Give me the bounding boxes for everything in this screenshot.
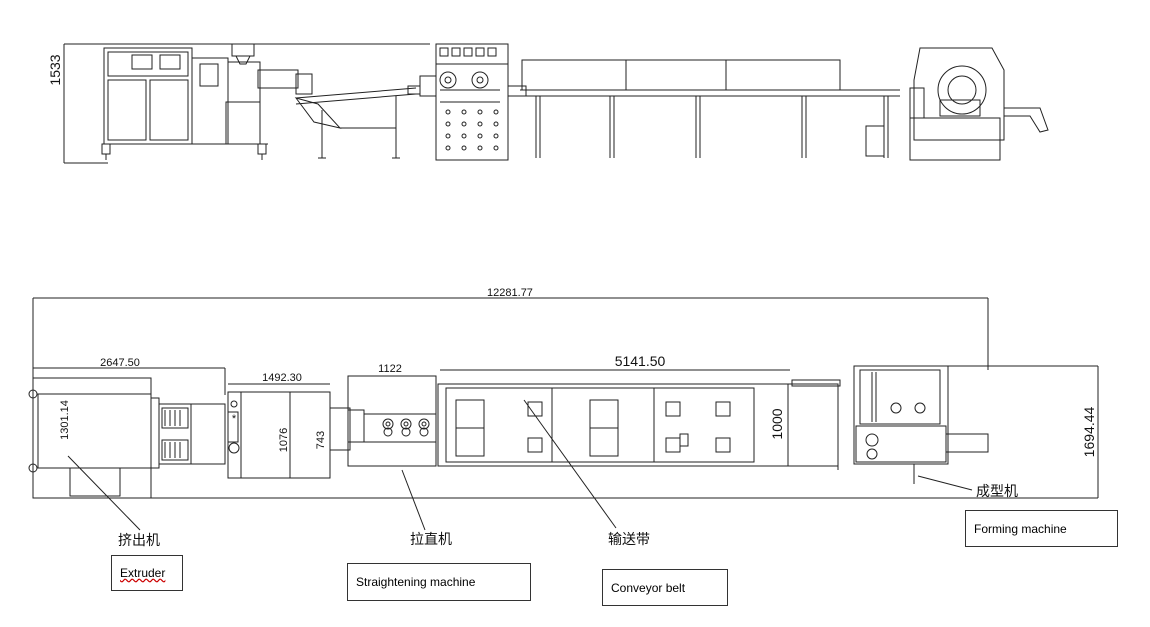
straightener-en-box: Straightening machine [347, 563, 531, 601]
height-dim-label: 1533 [47, 54, 63, 85]
conveyor-width-label: 1000 [769, 408, 785, 439]
puller-length-label: 1122 [378, 363, 402, 375]
conveyor-length-label: 5141.50 [615, 353, 666, 369]
top-view: 12281.77 2647.50 1301.14 1492.30 [28, 287, 1099, 549]
top-conveyor: 5141.50 1000 [437, 353, 841, 470]
extruder-length-label: 2647.50 [100, 357, 140, 369]
side-view: 1533 [47, 43, 1049, 164]
straightener-length-label: 1492.30 [262, 372, 302, 384]
side-forming-machine [909, 47, 1049, 161]
side-puller [419, 43, 527, 161]
conveyor-en-box: Conveyor belt [602, 569, 728, 606]
extruder-width-label: 1301.14 [59, 400, 71, 440]
top-forming-machine: 1694.44 [33, 365, 1099, 499]
overall-width-label: 1694.44 [1081, 406, 1097, 457]
forming-cn-label: 成型机 [976, 484, 1018, 500]
conveyor-en-label: Conveyor belt [611, 580, 686, 595]
top-puller: 1122 [329, 363, 437, 467]
side-conveyor [520, 59, 900, 158]
straightener-leader [401, 469, 426, 531]
side-extruder [101, 43, 313, 160]
straightener-width-a-label: 1076 [278, 428, 290, 452]
straightener-en-label: Straightening machine [356, 575, 476, 589]
extruder-en-label: Extruder [120, 566, 166, 580]
straightener-width-b-label: 743 [315, 431, 327, 449]
forming-leader [917, 475, 973, 491]
forming-en-box: Forming machine [965, 510, 1118, 547]
forming-en-label: Forming machine [974, 521, 1067, 536]
side-incline-conveyor [294, 85, 421, 159]
extruder-en-box: Extruder [111, 555, 183, 591]
conveyor-cn-label: 输送带 [608, 532, 650, 548]
top-straightener: 1492.30 * 1076 743 [227, 372, 331, 479]
svg-text:*: * [232, 413, 237, 425]
extruder-leader [67, 455, 141, 531]
straightener-cn-label: 拉直机 [410, 531, 452, 548]
conveyor-leader [523, 399, 617, 529]
extruder-cn-label: 挤出机 [118, 533, 160, 549]
total-length-label: 12281.77 [487, 287, 533, 299]
top-extruder: 1301.14 [28, 377, 226, 499]
